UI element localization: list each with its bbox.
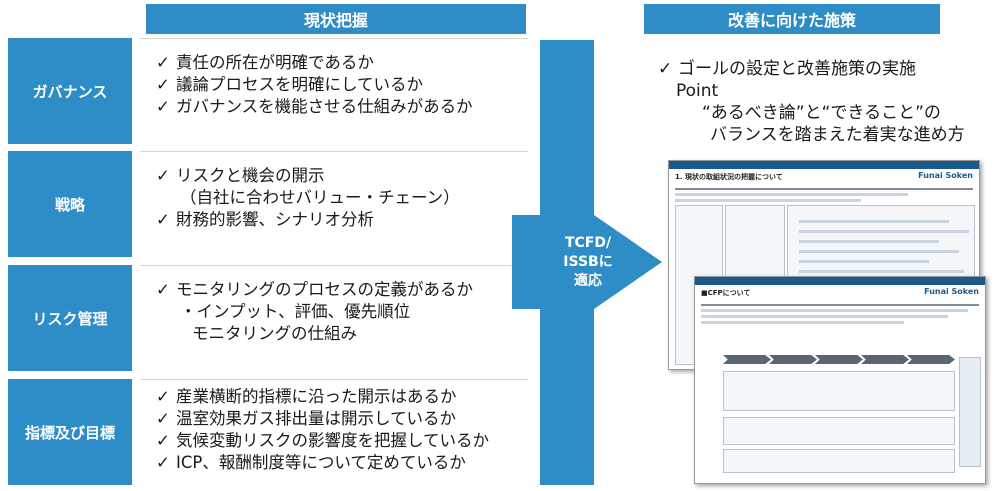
current-state-header: 現状把握 [146, 4, 526, 34]
checklist-item: ✓リスクと機会の開示 [156, 166, 325, 185]
doc-title: ■CFPについて [701, 289, 751, 297]
category-metrics-targets: 指標及び目標 [8, 379, 132, 485]
checklist-subitem: モニタリングの仕組み [192, 324, 357, 343]
checklist-item: ✓責任の所在が明確であるか [156, 53, 374, 72]
category-strategy: 戦略 [8, 151, 132, 257]
check-icon: ✓ [156, 53, 170, 72]
doc-logo: Funai Soken [918, 171, 973, 180]
governance-panel: ✓責任の所在が明確であるか ✓議論プロセスを明確にしているか ✓ガバナンスを機能… [140, 38, 528, 144]
point-label: Point [676, 81, 719, 101]
risk-checklist: ✓モニタリングのプロセスの定義があるか ・インプット、評価、優先順位 モニタリン… [140, 266, 528, 345]
point-line-2: バランスを踏まえた着実な進め方 [710, 125, 965, 145]
check-icon: ✓ [156, 431, 170, 450]
check-icon: ✓ [156, 453, 170, 472]
adapt-arrow-icon [512, 40, 662, 485]
checklist-item: ✓ガバナンスを機能させる仕組みがあるか [156, 97, 473, 116]
doc-logo: Funai Soken [924, 287, 979, 296]
category-risk-management: リスク管理 [8, 265, 132, 371]
checklist-subitem: ・インプット、評価、優先順位 [180, 302, 411, 321]
strategy-checklist: ✓リスクと機会の開示 （自社に合わせバリュー・チェーン） ✓財務的影響、シナリオ… [140, 152, 528, 231]
checklist-item: ✓議論プロセスを明確にしているか [156, 75, 424, 94]
category-governance: ガバナンス [8, 38, 132, 144]
metrics-checklist: ✓産業横断的指標に沿った開示はあるか ✓温室効果ガス排出量は開示しているか ✓気… [140, 380, 528, 474]
check-icon: ✓ [156, 409, 170, 428]
checklist-item: ✓ICP、報酬制度等について定めているか [156, 453, 466, 472]
report-thumbnail-front: ■CFPについて Funai Soken [694, 276, 986, 484]
checklist-item: ✓財務的影響、シナリオ分析 [156, 210, 374, 229]
metrics-panel: ✓産業横断的指標に沿った開示はあるか ✓温室効果ガス排出量は開示しているか ✓気… [140, 379, 528, 485]
check-icon: ✓ [156, 387, 170, 406]
doc-header-bar [695, 277, 985, 285]
check-icon: ✓ [156, 280, 170, 299]
strategy-panel: ✓リスクと機会の開示 （自社に合わせバリュー・チェーン） ✓財務的影響、シナリオ… [140, 151, 528, 257]
governance-checklist: ✓責任の所在が明確であるか ✓議論プロセスを明確にしているか ✓ガバナンスを機能… [140, 39, 528, 118]
checklist-item: ✓産業横断的指標に沿った開示はあるか [156, 387, 457, 406]
check-icon: ✓ [156, 97, 170, 116]
checklist-subitem: （自社に合わせバリュー・チェーン） [180, 188, 460, 207]
check-icon: ✓ [658, 59, 673, 79]
doc-title: 1. 現状の取組状況の把握について [675, 173, 783, 181]
arrow-label: TCFD/ ISSBに 適応 [563, 235, 613, 289]
goal-line: ✓ゴールの設定と改善施策の実施 [658, 59, 916, 79]
improvement-header: 改善に向けた施策 [644, 4, 940, 34]
improvement-points: ✓ゴールの設定と改善施策の実施 Point “あるべき論”と“できること”の バ… [658, 58, 993, 146]
checklist-item: ✓気候変動リスクの影響度を把握しているか [156, 431, 490, 450]
checklist-item: ✓温室効果ガス排出量は開示しているか [156, 409, 457, 428]
checklist-item: ✓モニタリングのプロセスの定義があるか [156, 280, 473, 299]
doc-header-bar [669, 161, 979, 169]
point-line-1: “あるべき論”と“できること”の [702, 103, 941, 123]
arrow-shape [512, 40, 662, 485]
check-icon: ✓ [156, 166, 170, 185]
check-icon: ✓ [156, 210, 170, 229]
check-icon: ✓ [156, 75, 170, 94]
risk-management-panel: ✓モニタリングのプロセスの定義があるか ・インプット、評価、優先順位 モニタリン… [140, 265, 528, 371]
